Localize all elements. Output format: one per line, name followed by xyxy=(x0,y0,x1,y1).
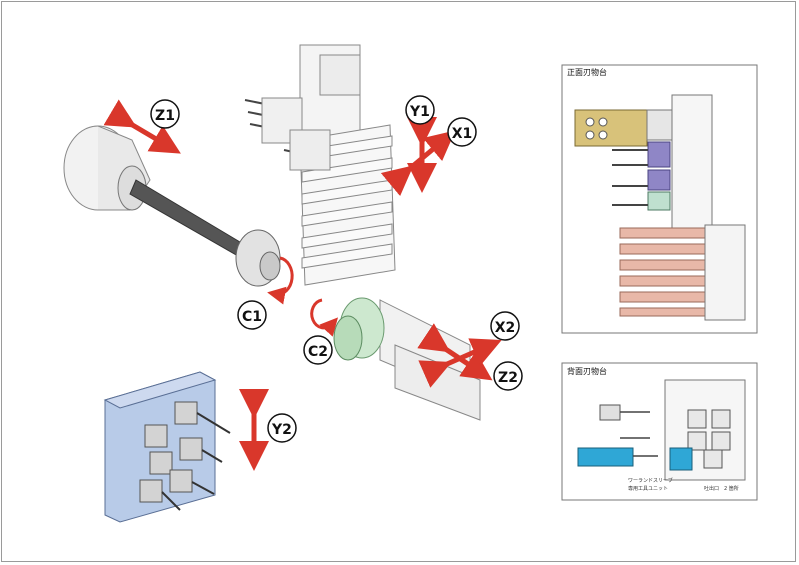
axis-label-x2: X2 xyxy=(490,311,520,341)
axis-label-z2: Z2 xyxy=(493,361,523,391)
back-note-port: 吐出口 2 箇所 xyxy=(704,485,739,492)
axis-label-y1: Y1 xyxy=(405,95,435,125)
axis-label-y2: Y2 xyxy=(267,413,297,443)
svg-text:Z2: Z2 xyxy=(498,370,518,386)
svg-text:X1: X1 xyxy=(452,126,473,142)
gang-tool-post xyxy=(244,44,396,286)
axis-label-c1: C1 xyxy=(237,300,267,330)
back-tool-post-panel: 背面刃物台 ワーランドスリーブ 専用工具ユニット 吐出口 2 箇所 xyxy=(561,362,758,501)
svg-text:Y2: Y2 xyxy=(271,422,292,438)
back-panel-title: 背面刃物台 xyxy=(567,366,607,376)
svg-text:Z1: Z1 xyxy=(155,108,175,124)
svg-text:C2: C2 xyxy=(308,344,328,360)
back-note-unit: ワーランドスリーブ xyxy=(628,477,673,484)
rotation-arrows xyxy=(267,256,339,337)
front-panel-title: 正面刃物台 xyxy=(567,67,607,77)
back-turret xyxy=(103,371,231,523)
axis-label-x1: X1 xyxy=(447,117,477,147)
axis-arrows xyxy=(103,99,502,471)
axis-label-c2: C2 xyxy=(303,335,333,365)
axis-label-z1: Z1 xyxy=(150,99,180,129)
svg-text:C1: C1 xyxy=(242,309,262,325)
front-tool-post-panel: 正面刃物台 xyxy=(561,64,758,334)
svg-text:Y1: Y1 xyxy=(409,104,430,120)
svg-text:X2: X2 xyxy=(495,320,516,336)
back-note-unit2: 専用工具ユニット xyxy=(628,485,668,492)
main-spindle xyxy=(63,125,281,287)
